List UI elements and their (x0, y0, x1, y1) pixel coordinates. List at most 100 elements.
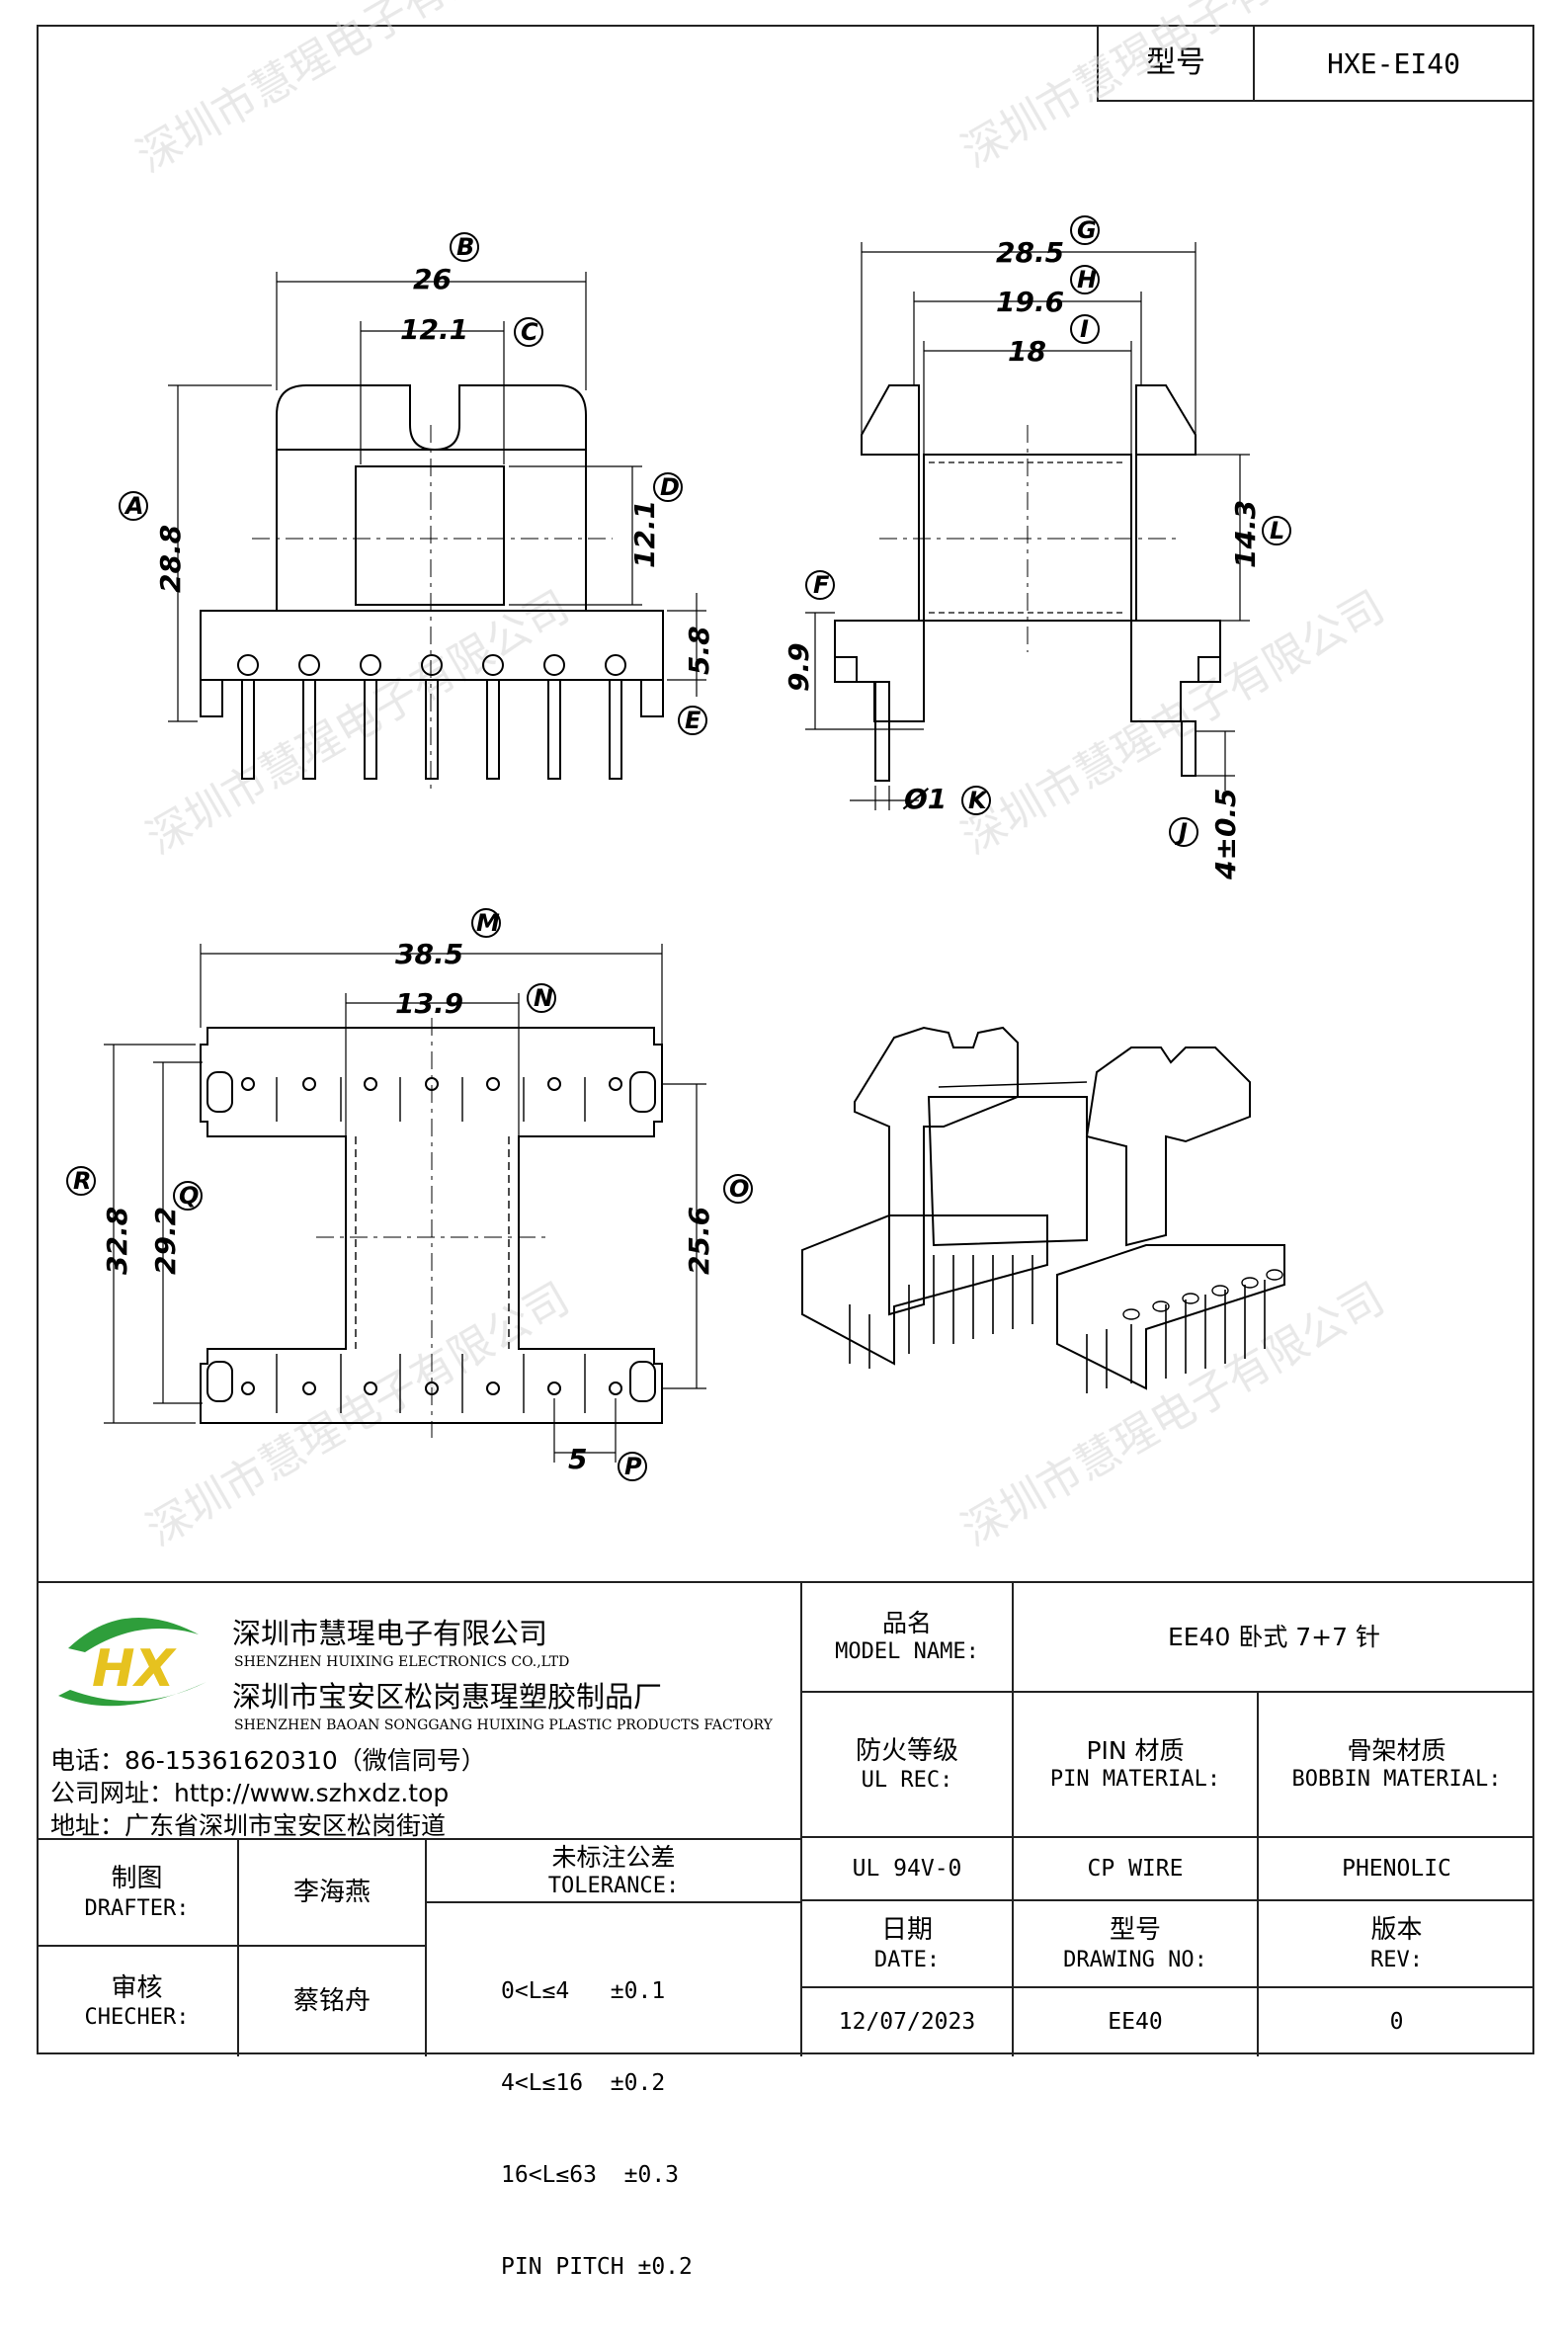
watermark: 深圳市慧瑆电子有限公司 (953, 0, 1393, 178)
side-view-right-flange (1135, 384, 1197, 456)
fire-rating-label-cell: 防火等级 UL REC: (800, 1693, 1012, 1838)
pin-material-label-cell: PIN 材质 PIN MATERIAL: (1012, 1693, 1257, 1838)
dim-H-marker (1070, 265, 1100, 294)
dim-K-letter: K (968, 787, 989, 814)
drawing-no-value: EE40 (1108, 2009, 1163, 2036)
dim-F-marker (805, 570, 835, 600)
dim-F-letter: F (813, 571, 830, 599)
header-model-label-cell: 型号 (1097, 25, 1255, 102)
approval-area: 制图 DRAFTER: 李海燕 审核 CHECHER: 蔡铭舟 未标注公差 TO… (37, 1838, 800, 2280)
watermark: 深圳市慧瑆电子有限公司 (138, 581, 578, 864)
dim-B-letter: B (456, 233, 474, 261)
side-view-dimension-lines (805, 242, 1250, 810)
model-name-value: EE40 卧式 7+7 针 (1167, 1622, 1380, 1651)
dim-B-marker (450, 232, 479, 262)
dim-G-marker (1070, 215, 1100, 245)
dim-I-marker (1070, 314, 1100, 344)
dim-I-letter: I (1080, 315, 1089, 343)
drawing-no-label-cell: 型号 DRAWING NO: (1012, 1901, 1257, 1988)
date-value-cell: 12/07/2023 (800, 1988, 1012, 2056)
fire-rating-value: UL 94V-0 (852, 1855, 962, 1882)
side-view-flange-posts (918, 455, 1137, 621)
tolerance-row: 16<L≤63 ±0.3 (501, 2162, 680, 2188)
checker-name-cell: 蔡铭舟 (239, 1947, 427, 2056)
iso-left-pins (849, 1255, 1033, 1369)
dim-R-letter: R (73, 1167, 91, 1195)
side-view-left-flange (861, 384, 920, 456)
model-name-value-cell: EE40 卧式 7+7 针 (1012, 1583, 1534, 1693)
rev-label-cell: 版本 REV: (1257, 1901, 1534, 1988)
checker-en: CHECHER: (84, 2005, 190, 2030)
company-phone: 电话：86-15361620310（微信同号） (50, 1746, 486, 1775)
plan-view (104, 944, 706, 1463)
drafter-name: 李海燕 (292, 1877, 371, 1907)
dim-M-letter: M (476, 909, 500, 937)
technical-drawing: 深圳市慧瑆电子有限公司 深圳市慧瑆电子有限公司 深圳市慧瑆电子有限公司 深圳市慧… (66, 0, 1393, 1556)
company-name-en: SHENZHEN HUIXING ELECTRONICS CO.,LTD (234, 1654, 570, 1670)
tolerance-en: TOLERANCE: (547, 1873, 680, 1898)
bobbin-material-value-cell: PHENOLIC (1257, 1838, 1534, 1901)
title-block: HX 深圳市慧瑆电子有限公司 SHENZHEN HUIXING ELECTRON… (37, 1581, 1534, 2280)
dim-Q-value: 29.2 (149, 1207, 182, 1275)
dim-L-letter: L (1270, 517, 1284, 544)
model-name-label-cell: 品名 MODEL NAME: (800, 1583, 1012, 1693)
side-view (805, 242, 1250, 810)
bobbin-material-value: PHENOLIC (1342, 1855, 1451, 1882)
company-name-cn: 深圳市慧瑆电子有限公司 (232, 1617, 548, 1650)
dim-M-value: 38.5 (395, 938, 463, 970)
dim-J-letter: J (1175, 818, 1188, 846)
logo-swoosh-bottom (58, 1682, 206, 1707)
rev-cn: 版本 (1370, 1915, 1423, 1945)
tolerance-cn: 未标注公差 (551, 1842, 676, 1872)
model-name-cn: 品名 (881, 1609, 932, 1638)
dim-O-marker (723, 1174, 753, 1204)
model-name-en: MODEL NAME: (835, 1639, 979, 1665)
iso-left-base (801, 1214, 1048, 1366)
logo-text: HX (92, 1639, 178, 1699)
plan-view-dimension-lines (104, 944, 706, 1463)
watermark: 深圳市慧瑆电子有限公司 (138, 1273, 578, 1555)
date-cn: 日期 (880, 1915, 933, 1945)
dim-H-letter: H (1077, 266, 1097, 293)
plan-view-bottom-holes (241, 1381, 622, 1395)
drafter-cn: 制图 (111, 1864, 163, 1893)
tolerance-row: PIN PITCH ±0.2 (501, 2254, 693, 2280)
front-view-centerlines (252, 425, 613, 791)
dim-K-value: Ø1 (902, 783, 947, 815)
company-area: HX 深圳市慧瑆电子有限公司 SHENZHEN HUIXING ELECTRON… (37, 1583, 800, 1844)
plan-view-outline (200, 1027, 663, 1424)
dim-L-marker (1262, 516, 1291, 545)
fire-rating-en: UL REC: (861, 1768, 953, 1793)
company-website: 公司网址：http://www.szhxdz.top (50, 1779, 450, 1807)
dim-E-letter: E (685, 707, 701, 734)
tolerance-row: 0<L≤4 ±0.1 (501, 1978, 666, 2004)
front-view-base-feet (200, 680, 664, 717)
dim-A-value: 28.8 (154, 525, 187, 593)
front-view-dimension-lines (168, 272, 706, 722)
dim-H-value: 19.6 (996, 286, 1064, 318)
iso-right-flange (1085, 1046, 1251, 1247)
pin-material-value: CP WIRE (1087, 1855, 1184, 1882)
iso-right-pin-posts (1122, 1269, 1283, 1320)
dim-O-value: 25.6 (683, 1207, 715, 1275)
checker-name: 蔡铭舟 (292, 1986, 371, 2017)
iso-tube-top-edge (938, 1081, 1088, 1088)
tolerance-values: 0<L≤4 ±0.1 4<L≤16 ±0.2 16<L≤63 ±0.3 PIN … (501, 1915, 693, 2344)
logo-swoosh-top (68, 1617, 199, 1652)
rev-en: REV: (1370, 1947, 1423, 1972)
rev-value: 0 (1389, 2009, 1404, 2036)
drawing-no-cn: 型号 (1109, 1915, 1161, 1945)
header-model-value-cell: HXE-EI40 (1253, 25, 1534, 102)
dim-Q-letter: Q (179, 1182, 199, 1210)
dim-R-value: 32.8 (101, 1207, 133, 1275)
dim-N-marker (527, 983, 556, 1013)
bobbin-material-cn: 骨架材质 (1347, 1736, 1446, 1766)
dim-Q-marker (173, 1181, 203, 1211)
dimension-labels: 26 B 12.1 C 28.8 A 12.1 D 5.8 E 28.5 G 1… (66, 215, 1291, 1481)
dim-K-marker (961, 786, 991, 815)
watermark: 深圳市慧瑆电子有限公司 (128, 0, 568, 183)
dim-P-value: 5 (568, 1443, 587, 1475)
date-label-cell: 日期 DATE: (800, 1901, 1012, 1988)
dim-B-value: 26 (413, 263, 452, 295)
dim-R-marker (66, 1166, 96, 1196)
